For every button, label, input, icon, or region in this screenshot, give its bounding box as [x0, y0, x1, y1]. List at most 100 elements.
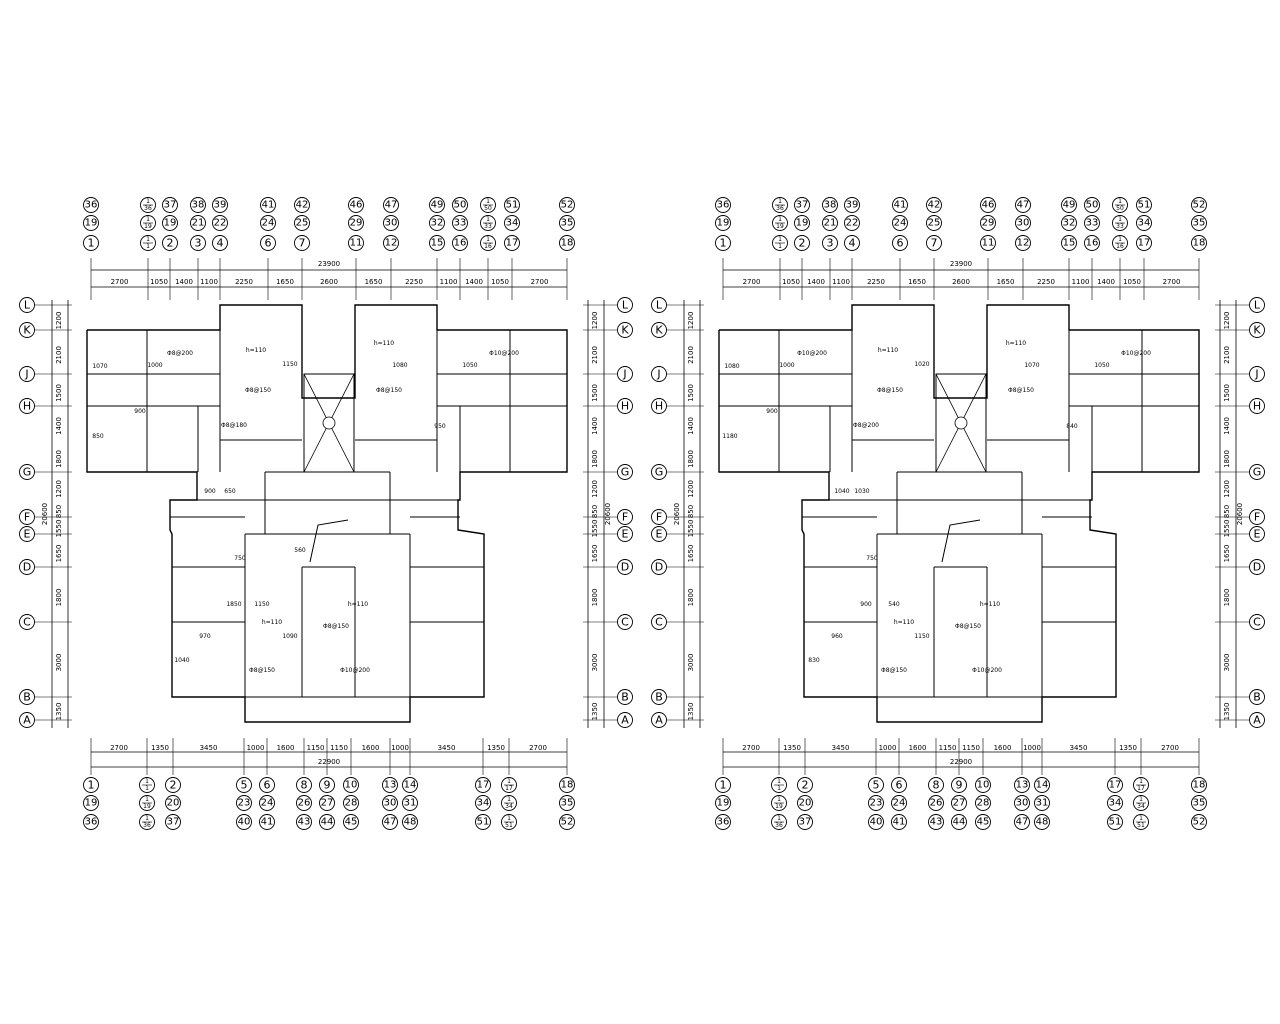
axis-label: J [24, 368, 28, 381]
axis-bubble: 52 [559, 814, 575, 830]
axis-label-numerator: 1 [1139, 815, 1143, 822]
dim-span-row: 1650 [1223, 545, 1231, 563]
axis-label: 45 [345, 817, 358, 828]
axis-circle [651, 559, 667, 575]
dim-span-bottom: 1150 [307, 744, 325, 752]
axis-bubble: 49 [1061, 197, 1077, 213]
axis-label-denominator: 51 [505, 822, 513, 829]
axis-label: B [1253, 691, 1261, 704]
axis-label: 12 [1017, 238, 1030, 249]
axis-label: 24 [893, 798, 906, 809]
axis-label: 6 [896, 779, 903, 792]
axis-circle [1015, 235, 1031, 251]
dim-span-top: 2250 [1037, 278, 1055, 286]
axis-bubble: C [1249, 614, 1265, 630]
axis-label: 11 [982, 238, 995, 249]
axis-label-full: 1/36 [135, 816, 160, 829]
axis-label: 4 [217, 237, 224, 250]
axis-bubble: 111/1 [140, 235, 156, 251]
axis-bubble: L [617, 297, 633, 313]
dim-span-row: 1350 [55, 703, 63, 721]
axis-bubble: 27 [951, 795, 967, 811]
axis-label-denominator: 50 [484, 205, 492, 212]
axis-label: K [1253, 324, 1261, 337]
axis-bubble: 50 [452, 197, 468, 213]
axis-circle [1191, 215, 1207, 231]
axis-circle [822, 235, 838, 251]
axis-label-denominator: 1 [777, 785, 781, 792]
building-outline [86, 304, 568, 723]
axis-circle [951, 814, 967, 830]
axis-label: 9 [324, 779, 331, 792]
axis-label: 18 [561, 238, 574, 249]
axis-label: 9 [956, 779, 963, 792]
axis-circle [165, 795, 181, 811]
axis-label: 19 [85, 218, 98, 229]
axis-label: 3 [827, 237, 834, 250]
axis-label-full: 1/19 [767, 797, 792, 810]
axis-circle [892, 197, 908, 213]
axis-circle [715, 777, 731, 793]
axis-bubble: 49 [429, 197, 445, 213]
axis-circle [651, 297, 667, 313]
building-outline [718, 304, 1200, 723]
axis-bubble: K [1249, 322, 1265, 338]
axis-circle [1014, 777, 1030, 793]
axis-circle [319, 814, 335, 830]
axis-circle [1249, 322, 1265, 338]
dim-span-top: 1100 [1072, 278, 1090, 286]
axis-bubble: 9 [951, 777, 967, 793]
axis-circle [83, 814, 99, 830]
axis-circle [1249, 712, 1265, 728]
dim-total-top: 23900 [318, 260, 340, 268]
slab-thickness-label: h=110 [1006, 340, 1026, 347]
axis-circle [1107, 795, 1123, 811]
axis-label-numerator: 1 [145, 815, 149, 822]
axis-circle [162, 197, 178, 213]
dim-total-row: 20600 [41, 503, 49, 525]
axis-bubble: 19 [83, 215, 99, 231]
axis-bubble: 30 [382, 795, 398, 811]
axis-circle [190, 235, 206, 251]
floor-plan-left: 361911361/361191/19111/13719238213392244… [19, 197, 633, 830]
axis-label-numerator: 1 [778, 198, 782, 205]
axis-label-denominator: 19 [144, 223, 152, 230]
axis-circle [1014, 795, 1030, 811]
dim-span-row: 1200 [591, 312, 599, 330]
axis-bubble: 20 [797, 795, 813, 811]
dimension-label: 900 [134, 408, 146, 415]
dim-span-bottom: 1150 [939, 744, 957, 752]
axis-label: 17 [477, 780, 490, 791]
dim-span-row: 1800 [687, 450, 695, 468]
dim-span-bottom: 1000 [247, 744, 265, 752]
axis-label: 21 [192, 218, 205, 229]
axis-label: 5 [873, 779, 880, 792]
axis-circle [296, 795, 312, 811]
axis-label: 47 [385, 200, 398, 211]
axis-bubble: F [651, 509, 667, 525]
axis-circle [715, 215, 731, 231]
dim-span-bottom: 3450 [1070, 744, 1088, 752]
axis-bubble: 28 [975, 795, 991, 811]
axis-bubble: 22 [212, 215, 228, 231]
axis-label: 27 [321, 798, 334, 809]
dim-span-row: 1800 [55, 589, 63, 607]
axis-label-denominator: 34 [1137, 803, 1145, 810]
stair-core [303, 373, 355, 563]
axis-bubble: 37 [794, 197, 810, 213]
axis-label: 7 [931, 237, 938, 250]
dimension-label: 900 [860, 601, 872, 608]
axis-label-numerator: 1 [486, 216, 490, 223]
axis-bubble: 46 [980, 197, 996, 213]
axis-label-full: 1/51 [1129, 816, 1154, 829]
axis-label: 20 [167, 798, 180, 809]
axis-label: 44 [953, 817, 966, 828]
axis-bubble: 4 [212, 235, 228, 251]
axis-label: G [621, 466, 630, 479]
axis-circle [348, 235, 364, 251]
axis-label-full: 1/34 [497, 797, 522, 810]
